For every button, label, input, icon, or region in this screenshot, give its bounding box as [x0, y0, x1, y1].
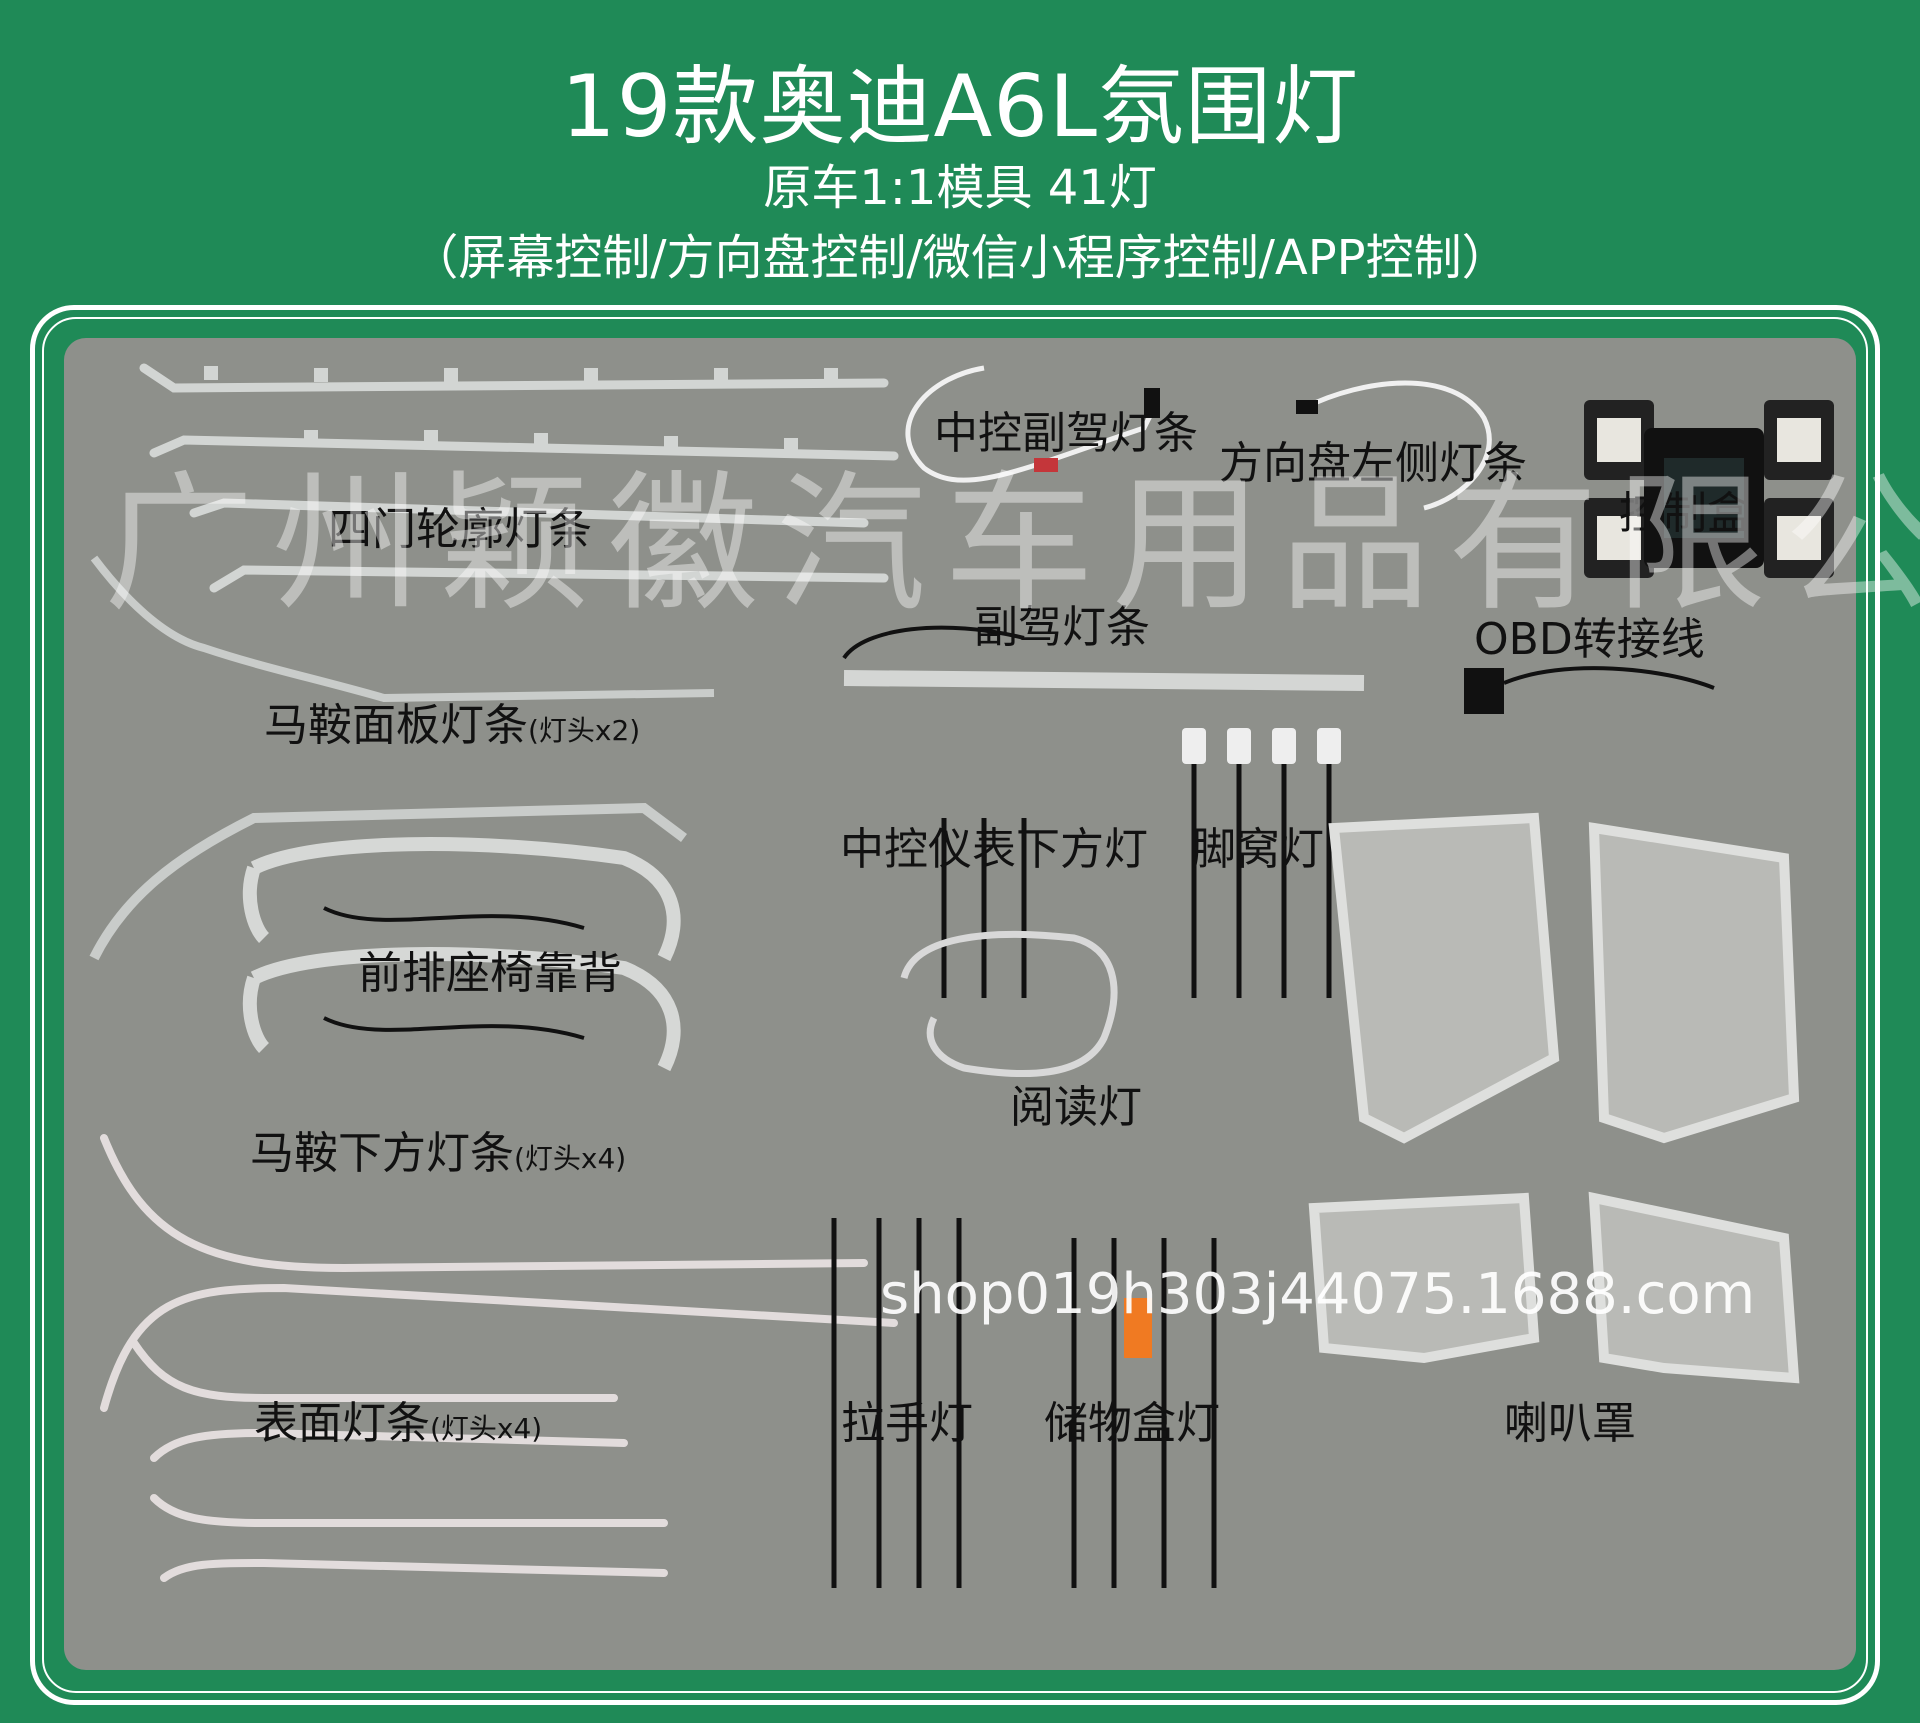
label-four-door-outline: 四门轮廓灯条: [328, 504, 592, 555]
outer-frame: [30, 305, 1880, 1705]
page-title: 19款奥迪A6L氛围灯: [561, 57, 1359, 157]
obd-connector: [1464, 668, 1504, 714]
header: 19款奥迪A6L氛围灯 原车1:1模具 41灯 （屏幕控制/方向盘控制/微信小程…: [0, 0, 1920, 300]
control-modes-text: （屏幕控制/方向盘控制/微信小程序控制/APP控制）: [410, 230, 1510, 286]
handle-lights: [831, 1218, 962, 1588]
company-watermark: 广州颖徽汽车用品有限公司: [104, 458, 1920, 632]
label-steering-left: 方向盘左侧灯条: [1219, 438, 1527, 489]
label-storage-box-light: 储物盒灯: [1044, 1398, 1220, 1449]
page-subtitle: 原车1:1模具 41灯: [763, 160, 1157, 216]
under-dash-lights: [941, 818, 1027, 998]
door-outline-strip: [90, 555, 715, 703]
four-door-strips: [139, 363, 899, 593]
label-handle-light: 拉手灯: [841, 1398, 973, 1449]
label-surface-strip: 表面灯条(灯头x4): [254, 1398, 542, 1455]
label-surface-strip-text: 表面灯条: [254, 1398, 430, 1449]
label-reading-light: 阅读灯: [1010, 1082, 1142, 1133]
center-passenger-cable: [905, 365, 1157, 483]
seatback-frame-2: [242, 947, 681, 1072]
label-passenger-strip: 副驾灯条: [974, 602, 1150, 653]
label-saddle-panel-text: 马鞍面板灯条: [264, 700, 528, 751]
label-obd-cable: OBD转接线: [1474, 614, 1705, 665]
seatback-frame-1: [242, 837, 681, 962]
reading-light-frame: [900, 930, 1118, 1078]
label-saddle-lower-note: (灯头x4): [514, 1142, 627, 1175]
label-speaker-cover: 喇叭罩: [1504, 1398, 1636, 1449]
product-parts-illustration: [89, 363, 1834, 1588]
shop-url-watermark: shop019h303j44075.1688.com: [880, 1262, 1756, 1327]
label-control-box: 控制盒: [1619, 488, 1751, 539]
label-center-under-dash: 中控仪表下方灯: [840, 824, 1148, 875]
label-saddle-lower: 马鞍下方灯条(灯头x4): [250, 1128, 626, 1185]
product-photo: 四门轮廓灯条 中控副驾灯条 方向盘左侧灯条 控制盒 副驾灯条 OBD转接线 马鞍…: [64, 338, 1856, 1670]
passenger-strip: [843, 670, 1365, 691]
inner-frame: [42, 317, 1868, 1693]
storage-box-lights: [1071, 1238, 1217, 1588]
steering-left-cable: [1302, 380, 1492, 511]
speaker-covers: [1308, 812, 1800, 1384]
footwell-lights: [1191, 758, 1332, 998]
saddle-panel-strip: [89, 802, 687, 961]
label-center-passenger: 中控副驾灯条: [934, 408, 1198, 459]
label-saddle-lower-text: 马鞍下方灯条: [250, 1128, 514, 1179]
label-front-seatback: 前排座椅靠背: [358, 948, 622, 999]
saddle-lower-strips: [100, 1134, 898, 1582]
label-footwell: 脚窝灯: [1192, 824, 1324, 875]
label-saddle-panel-note: (灯头x2): [528, 714, 641, 747]
label-surface-strip-note: (灯头x4): [430, 1412, 543, 1445]
label-saddle-panel: 马鞍面板灯条(灯头x2): [264, 700, 640, 757]
control-boxes: [1584, 400, 1834, 578]
strip-tabs: [204, 366, 838, 452]
